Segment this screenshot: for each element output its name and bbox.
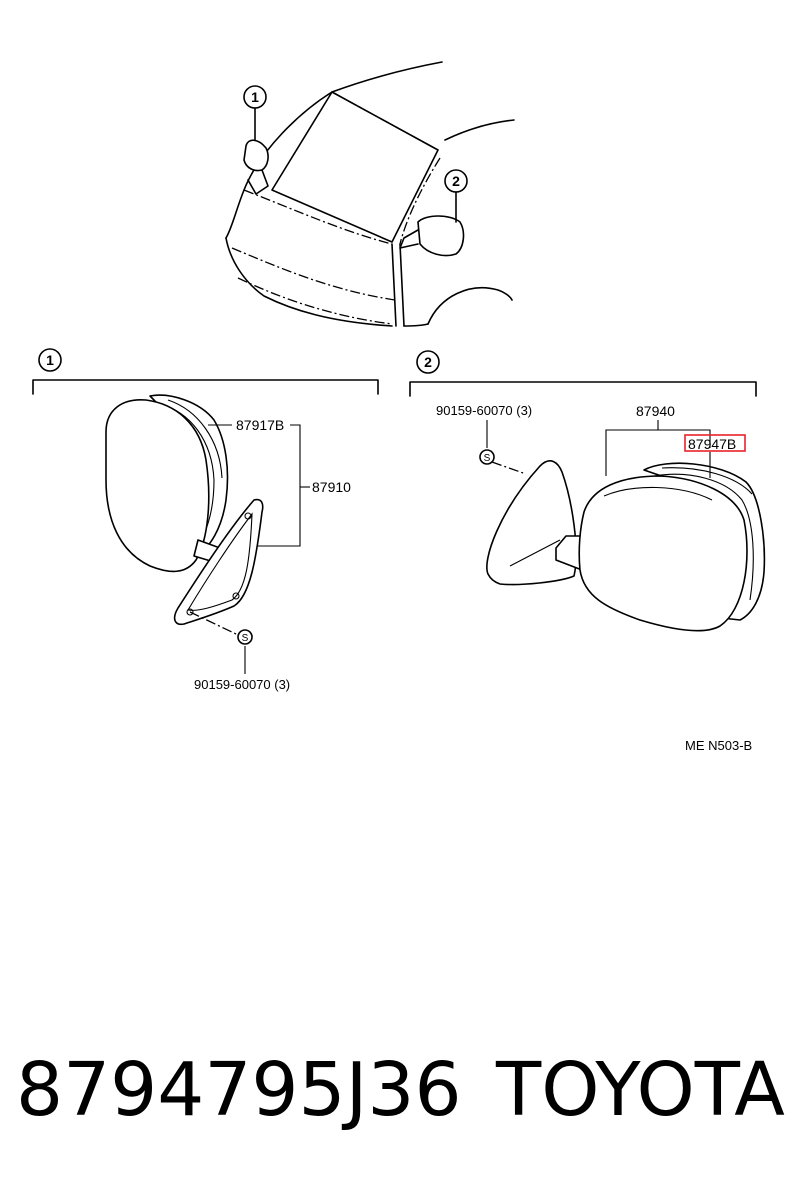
caption-brand: TOYOTA [496, 1047, 785, 1133]
part-caption: 8794795J36 TOYOTA [0, 1040, 800, 1150]
callout-top-2: 2 [444, 169, 468, 193]
part-label-87947B: 87947B [688, 436, 736, 452]
figure-code: ME N503-B [685, 738, 752, 753]
svg-text:1: 1 [251, 89, 259, 105]
caption-part-number: 8794795J36 [16, 1047, 462, 1133]
highlight-box [684, 434, 746, 452]
screw-symbol-2: S [479, 449, 495, 465]
part-label-screw-2: 90159-60070 (3) [436, 403, 532, 418]
section-1: 1 S [32, 348, 379, 692]
part-label-screw-1: 90159-60070 (3) [194, 677, 290, 692]
part-label-87910: 87910 [312, 479, 351, 495]
section-2: 2 S [409, 350, 766, 632]
part-label-87940: 87940 [636, 403, 675, 419]
svg-text:1: 1 [46, 352, 54, 368]
callout-section-1: 1 [38, 348, 62, 372]
svg-text:S: S [242, 633, 249, 644]
callout-section-2: 2 [416, 350, 440, 374]
callout-top-1: 1 [243, 85, 267, 109]
svg-text:S: S [484, 453, 491, 464]
door-mirror-overview [399, 191, 465, 257]
fender-mirror-overview [243, 107, 269, 195]
screw-symbol-1: S [237, 629, 253, 645]
vehicle-outline [225, 61, 515, 327]
highlighted-part-87947B[interactable]: 87947B [684, 434, 746, 452]
svg-text:2: 2 [452, 173, 460, 189]
part-label-87917B: 87917B [236, 417, 284, 433]
svg-text:2: 2 [424, 354, 432, 370]
